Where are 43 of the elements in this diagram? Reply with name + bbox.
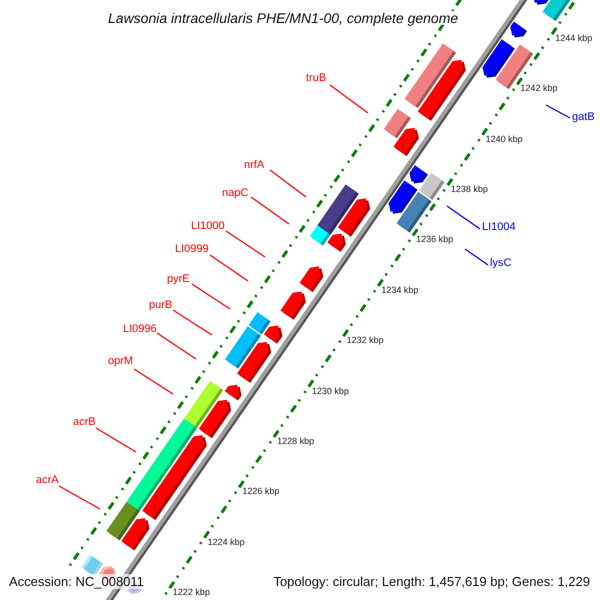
gene-label: nrfA (244, 160, 264, 171)
leader-line (270, 170, 306, 198)
leader-line (546, 104, 570, 119)
scale-label: 1234 kbp (381, 286, 418, 295)
scale-label: 1222 kbp (172, 588, 210, 597)
gene-label: gatB (572, 112, 595, 123)
leader-line (96, 427, 136, 453)
gene-label: acrB (73, 417, 96, 428)
gene-label: LI0996 (123, 324, 157, 335)
scale-label: 1224 kbp (208, 538, 245, 547)
leader-line (134, 368, 174, 394)
gene-label: truB (306, 73, 326, 84)
leader-line (58, 485, 100, 510)
scale-label: 1244 kbp (555, 34, 592, 43)
scale-label: 1238 kbp (450, 185, 488, 194)
title: Lawsonia intracellularis PHE/MN1-00, complete genome (108, 11, 458, 25)
scale-label: 1226 kbp (242, 487, 280, 496)
scale-label: 1228 kbp (277, 436, 314, 446)
leader-line (464, 248, 488, 266)
gene-label: purB (149, 300, 172, 311)
gene-label: LI0999 (175, 244, 209, 255)
footer-text: Accession: NC_008011 (9, 574, 144, 589)
gene-label: LI1004 (482, 222, 516, 233)
leader-line (172, 310, 212, 336)
leader-line (330, 84, 368, 114)
scale-label: 1230 kbp (312, 386, 349, 396)
scale-label: 1242 kbp (520, 84, 558, 94)
gene-label: napC (222, 188, 248, 199)
scale-label: 1232 kbp (346, 336, 384, 346)
scale-label: 1236 kbp (416, 235, 454, 244)
leader-line (446, 206, 480, 230)
scale-label: 1240 kbp (486, 134, 523, 144)
footer-text: Topology: circular; Length: 1,457,619 bp; Genes: 1,229 (273, 574, 590, 589)
leader-line (226, 230, 266, 258)
leader-line (192, 284, 230, 310)
gene-label: LI1000 (191, 221, 225, 232)
gene-label: acrA (36, 475, 59, 486)
gene-label: oprM (108, 356, 134, 367)
gene-label: pyrE (167, 274, 190, 285)
gene-label: lysC (490, 258, 512, 269)
leader-line (156, 332, 196, 360)
leader-line (250, 196, 290, 224)
leader-line (210, 254, 248, 282)
